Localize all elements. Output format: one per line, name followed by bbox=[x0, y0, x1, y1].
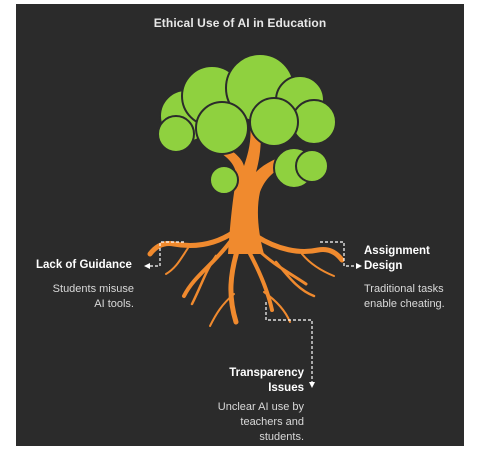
assignment-design-heading: Assignment Design bbox=[364, 245, 430, 272]
lack-of-guidance-heading: Lack of Guidance bbox=[36, 259, 132, 271]
description-line: teachers and bbox=[240, 416, 304, 428]
description-line: enable cheating. bbox=[364, 298, 445, 310]
diagram-title: Ethical Use of AI in Education bbox=[153, 16, 327, 30]
connector-lack-of-guidance bbox=[148, 241, 184, 267]
description-line: Unclear AI use by bbox=[217, 401, 304, 413]
transparency-issues-description: Unclear AI use by teachers and students. bbox=[174, 400, 304, 445]
assignment-design-description: Traditional tasks enable cheating. bbox=[364, 282, 445, 312]
connector-lines bbox=[148, 241, 358, 384]
connector-transparency bbox=[265, 302, 313, 384]
transparency-issues-heading: Transparency Issues bbox=[229, 367, 304, 394]
description-line: AI tools. bbox=[94, 298, 134, 310]
description-line: Traditional tasks bbox=[364, 283, 444, 295]
description-line: students. bbox=[259, 431, 304, 443]
diagram-canvas: Ethical Use of AI in Education bbox=[16, 4, 464, 446]
lack-of-guidance-description: Students misuse AI tools. bbox=[24, 282, 134, 312]
tree-illustration bbox=[144, 53, 362, 388]
tree-foliage bbox=[157, 53, 337, 195]
arrow-lack-of-guidance bbox=[144, 263, 150, 269]
arrow-transparency bbox=[309, 382, 315, 388]
description-line: Students misuse bbox=[52, 283, 134, 295]
connector-arrows bbox=[144, 263, 362, 388]
arrow-assignment-design bbox=[356, 263, 362, 269]
tree-trunk bbox=[216, 124, 292, 254]
connector-assignment-design bbox=[320, 241, 358, 267]
